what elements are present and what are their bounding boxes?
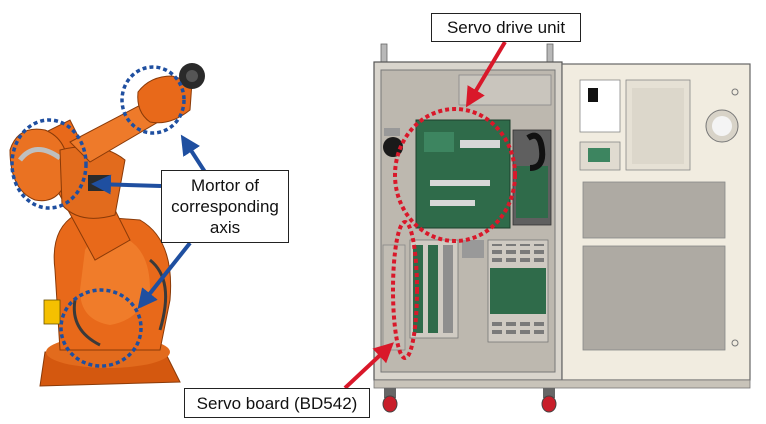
motor-highlight-circles xyxy=(10,65,186,368)
motor-label-line-2: corresponding xyxy=(171,197,279,216)
motor-label-line-1: Mortor of xyxy=(190,176,260,195)
motor-arrows xyxy=(91,134,207,310)
motor-label: Mortor of corresponding axis xyxy=(161,170,289,243)
motor-label-line-3: axis xyxy=(209,218,241,237)
servo-arrows xyxy=(343,40,507,390)
servo-highlight-ellipses xyxy=(391,107,517,360)
controller-cabinet-image xyxy=(373,43,751,413)
servo-board-label: Servo board (BD542) xyxy=(184,388,370,418)
motor-circle-base xyxy=(59,288,143,368)
motor-circle-wrist xyxy=(120,65,186,135)
servo-drive-unit-highlight xyxy=(393,107,517,243)
servo-board-text: Servo board (BD542) xyxy=(196,394,358,413)
servo-drive-unit-text: Servo drive unit xyxy=(446,18,566,37)
motor-circle-shoulder xyxy=(10,118,88,210)
servo-drive-unit-label: Servo drive unit xyxy=(431,13,581,42)
servo-board-highlight xyxy=(391,220,419,360)
